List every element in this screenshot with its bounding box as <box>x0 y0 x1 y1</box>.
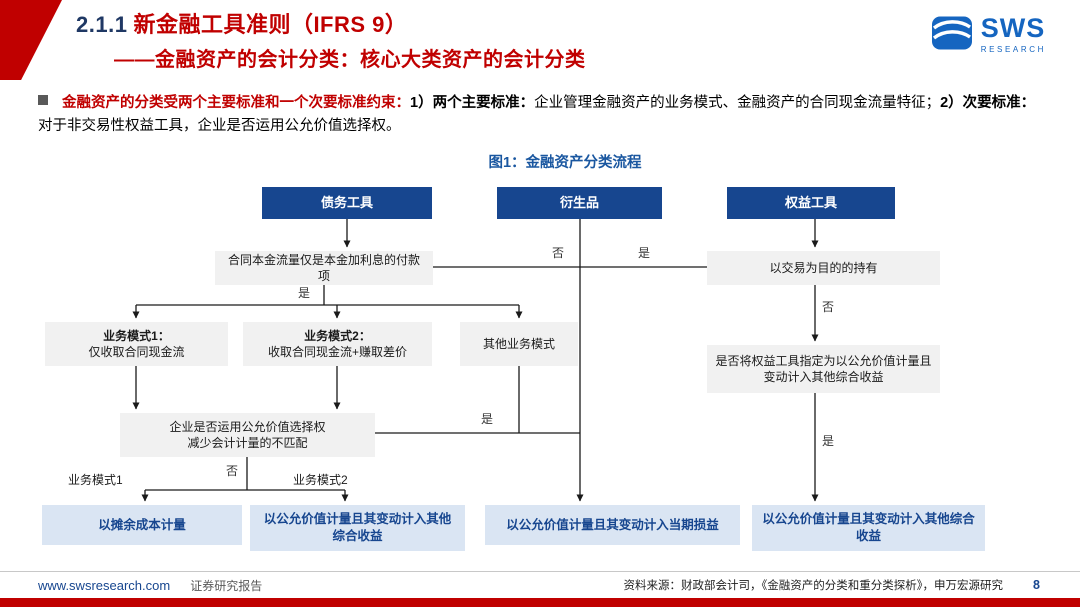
title-line1: 新金融工具准则（IFRS 9） <box>133 12 408 37</box>
flow-node-business-model-1: 业务模式1： 仅收取合同现金流 <box>45 322 228 366</box>
section-number: 2.1.1 <box>76 12 128 37</box>
label-yes-sppi: 是 <box>298 286 311 300</box>
footer-report-type: 证券研究报告 <box>190 578 263 593</box>
intro-paragraph: 金融资产的分类受两个主要标准和一个次要标准约束：1）两个主要标准：企业管理金融资… <box>38 92 1040 138</box>
flow-node-other-business-model: 其他业务模式 <box>460 322 578 366</box>
title-line2: ——金融资产的会计分类：核心大类资产的会计分类 <box>114 49 586 71</box>
label-no-held-for-trading: 否 <box>822 300 835 314</box>
label-yes-designation: 是 <box>822 434 835 448</box>
flow-node-debt-instruments: 债务工具 <box>262 187 432 219</box>
logo-text: SWS <box>980 13 1046 43</box>
flow-node-sppi-test: 合同本金流量仅是本金加利息的付款项 <box>215 251 433 285</box>
flow-node-business-model-2: 业务模式2： 收取合同现金流+赚取差价 <box>243 322 432 366</box>
intro-criterion1-label: 1）两个主要标准： <box>410 95 535 111</box>
red-corner-ribbon <box>0 0 62 80</box>
flow-result-fvtpl: 以公允价值计量且其变动计入当期损益 <box>485 505 740 545</box>
label-business-model-2: 业务模式2 <box>293 473 348 487</box>
intro-criterion2-text: 对于非交易性权益工具，企业是否运用公允价值选择权。 <box>38 118 401 135</box>
footer-website-link[interactable]: www.swsresearch.com <box>38 577 171 593</box>
figure-title: 图1：金融资产分类流程 <box>488 155 642 171</box>
intro-criterion2-label: 2）次要标准： <box>940 95 1036 111</box>
sws-logo: SWS RESEARCH <box>931 15 1046 56</box>
flowchart: 债务工具 衍生品 权益工具 合同本金流量仅是本金加利息的付款项 以交易为目的的持… <box>0 180 1080 570</box>
flow-node-derivatives: 衍生品 <box>497 187 662 219</box>
label-business-model-1: 业务模式1 <box>68 473 123 487</box>
flow-node-held-for-trading: 以交易为目的的持有 <box>707 251 940 285</box>
label-no-fair-value-option: 否 <box>226 464 239 478</box>
logo-subtext: RESEARCH <box>980 45 1046 54</box>
flow-result-fvoci-left: 以公允价值计量且其变动计入其他综合收益 <box>250 505 465 551</box>
intro-criterion1-text: 企业管理金融资产的业务模式、金融资产的合同现金流量特征； <box>534 95 941 111</box>
page-number: 8 <box>1033 578 1040 592</box>
sws-logo-icon <box>931 15 973 56</box>
intro-lead: 金融资产的分类受两个主要标准和一个次要标准约束： <box>62 95 410 111</box>
flow-node-equity-instruments: 权益工具 <box>727 187 895 219</box>
flow-node-fvoci-designation-test: 是否将权益工具指定为以公允价值计量且变动计入其他综合收益 <box>707 345 940 393</box>
label-no-derivative-left: 否 <box>552 246 565 260</box>
flow-result-amortized-cost: 以摊余成本计量 <box>42 505 242 545</box>
bullet-square-icon <box>38 95 48 105</box>
bottom-red-bar <box>0 598 1080 607</box>
flow-node-fair-value-option-test: 企业是否运用公允价值选择权 减少会计计量的不匹配 <box>120 413 375 457</box>
flow-result-fvoci-right: 以公允价值计量且其变动计入其他综合收益 <box>752 505 985 551</box>
footer-source-note: 资料来源：财政部会计司，《金融资产的分类和重分类探析》，申万宏源研究 <box>623 580 1004 592</box>
footer: www.swsresearch.com 证券研究报告 资料来源：财政部会计司，《… <box>0 571 1080 598</box>
flowchart-connectors <box>132 219 819 502</box>
label-yes-fair-value-option: 是 <box>481 412 494 426</box>
label-yes-derivative-right: 是 <box>638 246 651 260</box>
